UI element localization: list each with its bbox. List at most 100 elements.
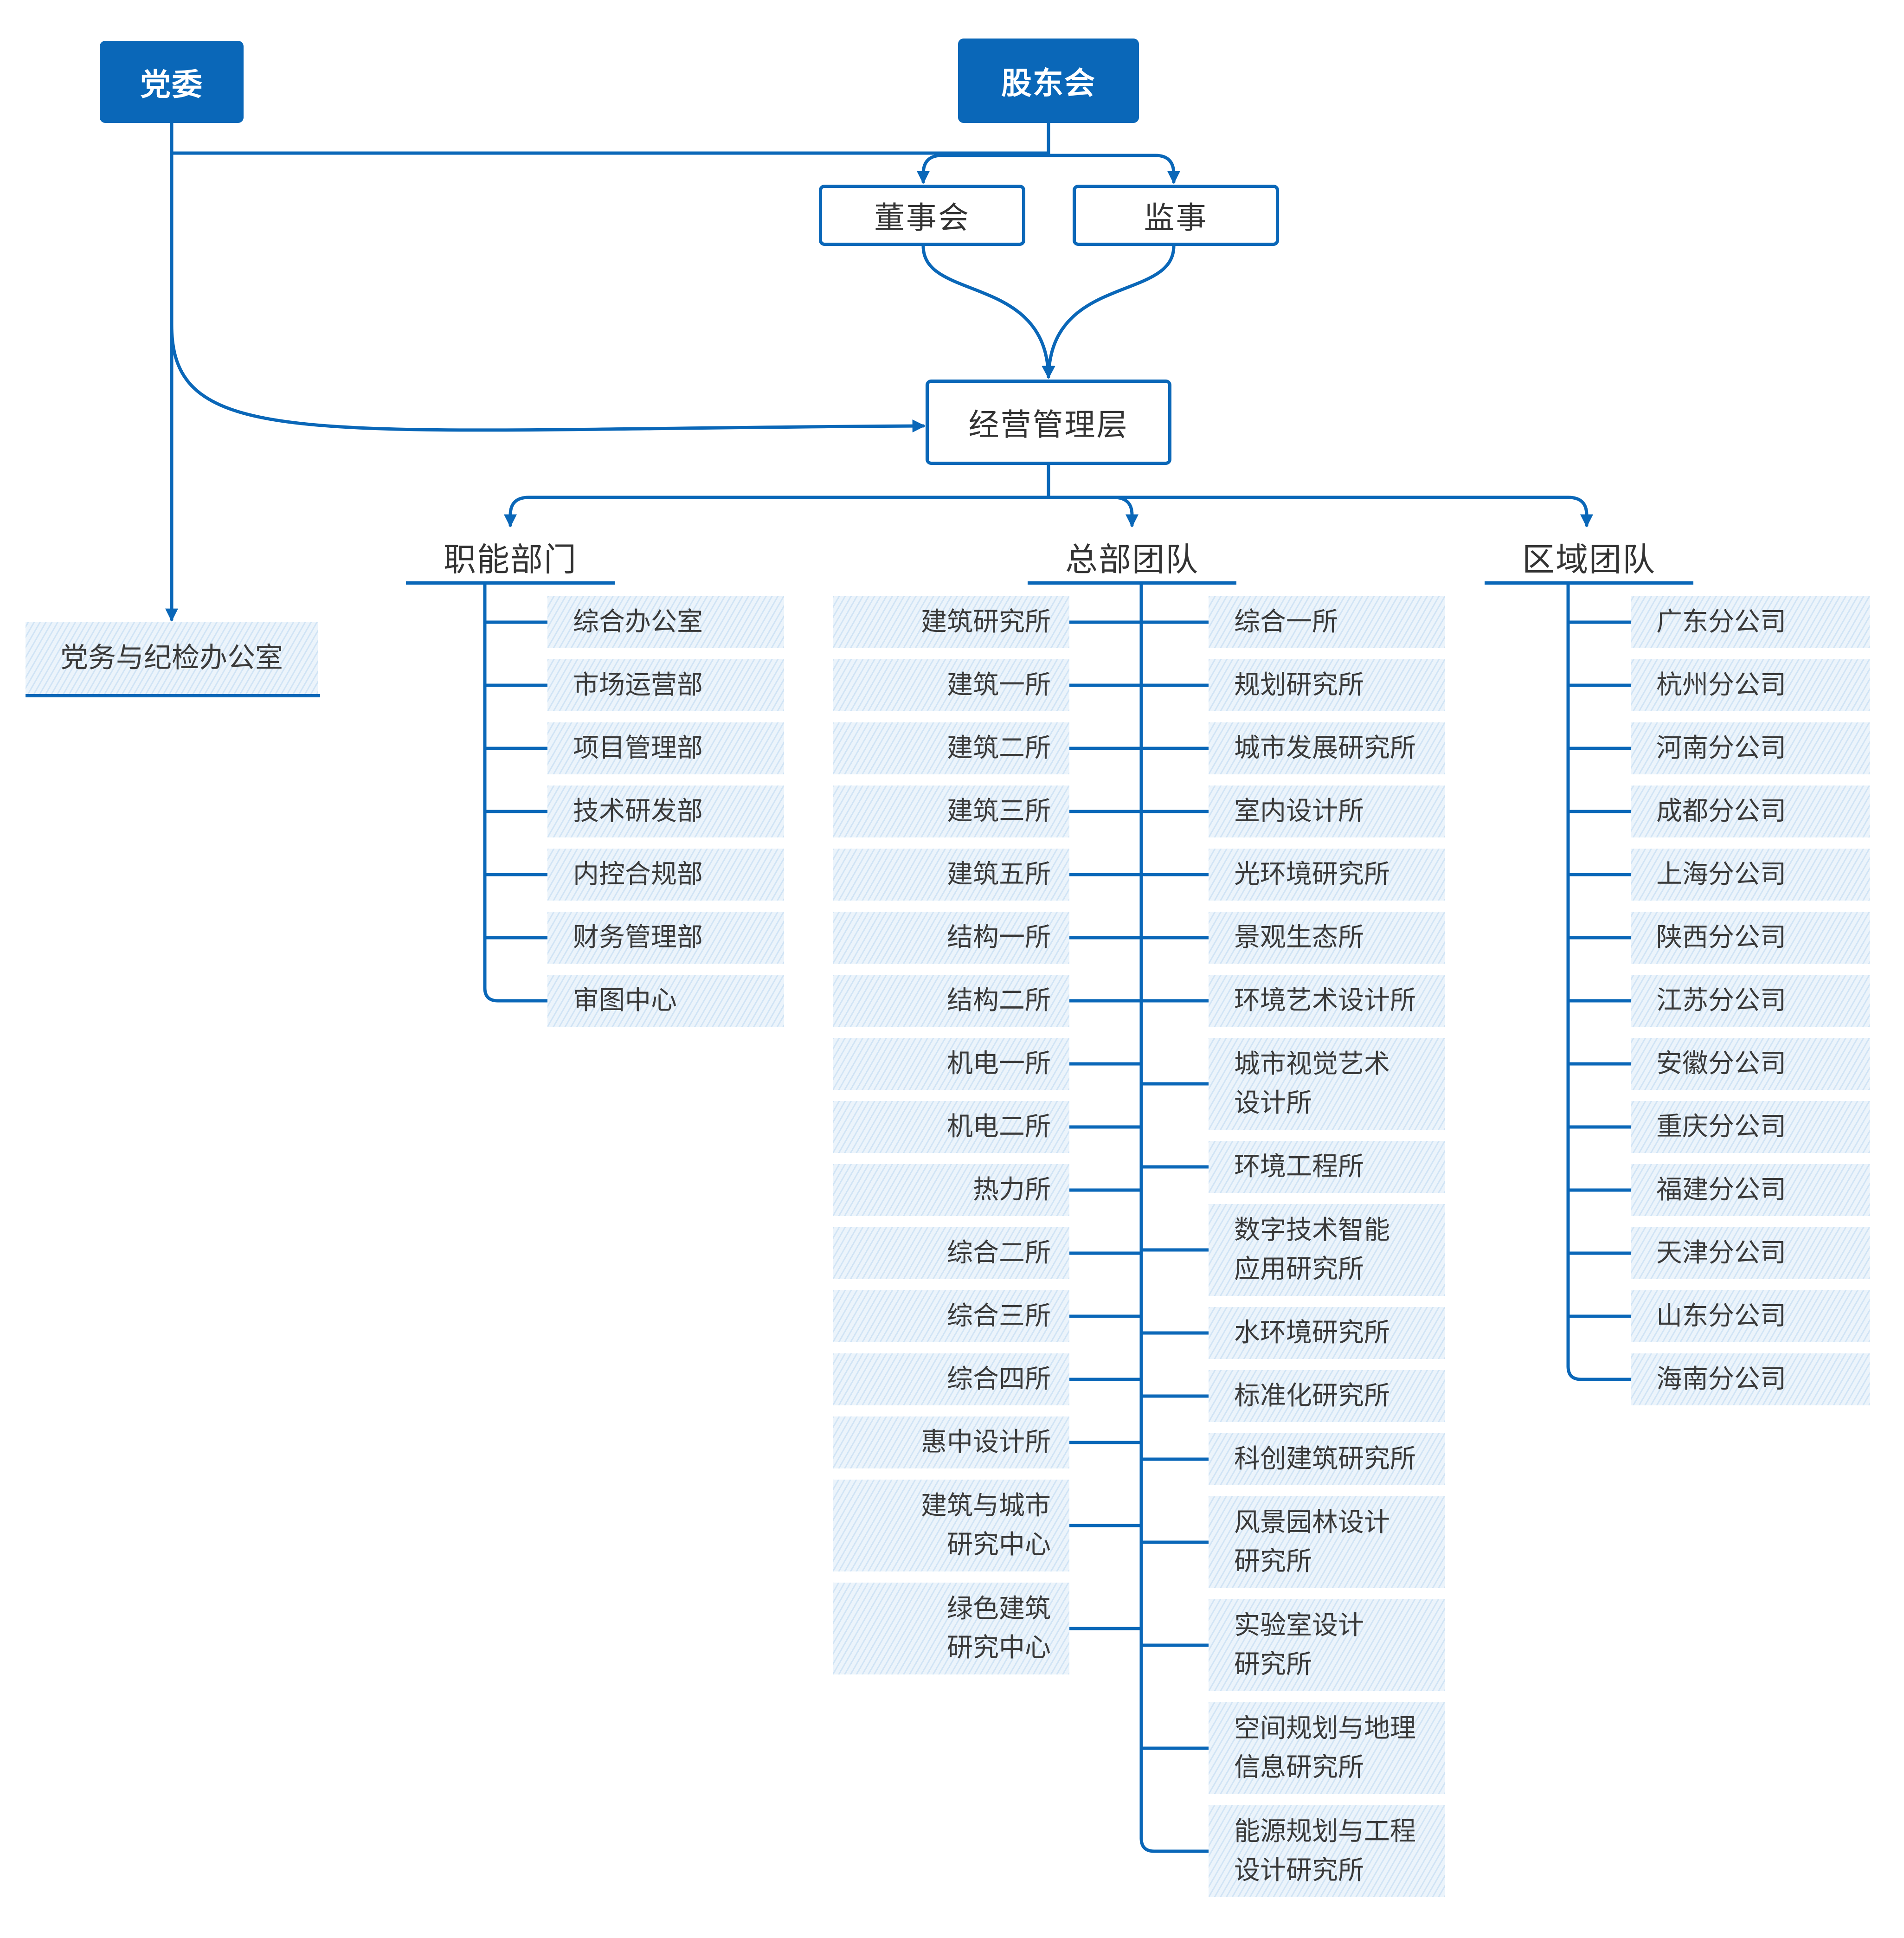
headquarters-right-item: 景观生态所 <box>1209 912 1445 964</box>
headquarters-right-item-label: 能源规划与工程 <box>1234 1816 1416 1847</box>
regional-branch-item: 福建分公司 <box>1631 1164 1870 1216</box>
headquarters-right-item: 空间规划与地理信息研究所 <box>1209 1702 1445 1794</box>
headquarters-left-item: 综合四所 <box>833 1353 1069 1405</box>
arrow-to-functional <box>504 496 531 528</box>
shareholders-label: 股东会 <box>1001 65 1096 101</box>
regional-branch-item-label: 杭州分公司 <box>1656 670 1786 700</box>
regional-branch-item: 天津分公司 <box>1631 1227 1870 1279</box>
headquarters-left-item: 机电一所 <box>833 1038 1069 1090</box>
headquarters-left-item: 结构一所 <box>833 912 1069 964</box>
headquarters-right-item-label: 研究所 <box>1234 1546 1312 1577</box>
headquarters-right-item-label: 室内设计所 <box>1234 796 1364 826</box>
headquarters-left-item: 综合三所 <box>833 1290 1069 1342</box>
functional-underline <box>406 581 615 585</box>
regional-branch-item-label: 上海分公司 <box>1656 859 1786 889</box>
headquarters-left-item: 绿色建筑研究中心 <box>833 1583 1069 1674</box>
regional-branch-item: 山东分公司 <box>1631 1290 1870 1342</box>
functional-department-item-label: 技术研发部 <box>573 796 703 826</box>
headquarters-right-item-label: 水环境研究所 <box>1234 1318 1390 1348</box>
headquarters-right-item: 水环境研究所 <box>1209 1307 1445 1359</box>
connector-line <box>483 986 552 1003</box>
regional-branch-item-label: 重庆分公司 <box>1656 1112 1786 1142</box>
headquarters-left-item: 惠中设计所 <box>833 1416 1069 1468</box>
headquarters-right-item-label: 设计所 <box>1234 1088 1312 1118</box>
headquarters-left-item-label: 热力所 <box>973 1175 1051 1205</box>
headquarters-left-item-label: 研究中心 <box>947 1633 1051 1663</box>
functional-department-item: 内控合规部 <box>547 849 784 901</box>
headquarters-right-item: 综合一所 <box>1209 596 1445 648</box>
regional-branch-item-label: 福建分公司 <box>1656 1175 1786 1205</box>
headquarters-right-item: 室内设计所 <box>1209 786 1445 837</box>
board-label: 董事会 <box>874 200 970 236</box>
headquarters-left-item-label: 建筑研究所 <box>921 607 1051 637</box>
headquarters-left-item: 机电二所 <box>833 1101 1069 1153</box>
headquarters-left-item-label: 综合四所 <box>947 1364 1051 1394</box>
headquarters-right-item: 城市发展研究所 <box>1209 722 1445 774</box>
headquarters-right-item-label: 科创建筑研究所 <box>1234 1444 1416 1474</box>
headquarters-left-item: 建筑一所 <box>833 659 1069 711</box>
regional-branch-item: 重庆分公司 <box>1631 1101 1870 1153</box>
functional-department-item: 市场运营部 <box>547 659 784 711</box>
arrow-to-board <box>917 154 1050 184</box>
functional-department-item-label: 内控合规部 <box>573 859 703 889</box>
headquarters-left-item-label: 综合三所 <box>947 1301 1051 1331</box>
regional-heading: 区域团队 <box>1485 529 1693 585</box>
headquarters-left-item-label: 结构二所 <box>947 985 1051 1016</box>
regional-branch-item-label: 陕西分公司 <box>1656 922 1786 953</box>
headquarters-right-item-label: 光环境研究所 <box>1234 859 1390 889</box>
functional-department-item-label: 审图中心 <box>573 985 677 1016</box>
headquarters-left-item: 综合二所 <box>833 1227 1069 1279</box>
headquarters-left-item-label: 建筑与城市 <box>921 1491 1051 1521</box>
functional-department-item: 综合办公室 <box>547 596 784 648</box>
functional-title: 职能部门 <box>444 540 577 579</box>
headquarters-right-item-label: 数字技术智能 <box>1234 1215 1390 1245</box>
headquarters-left-item-label: 综合二所 <box>947 1238 1051 1268</box>
headquarters-right-item-label: 空间规划与地理 <box>1234 1713 1416 1744</box>
arrow-to-headquarters <box>1112 496 1139 528</box>
headquarters-heading: 总部团队 <box>1028 529 1236 585</box>
headquarters-right-item: 城市视觉艺术设计所 <box>1209 1038 1445 1130</box>
management-label: 经营管理层 <box>968 407 1129 443</box>
headquarters-right-item-label: 环境工程所 <box>1234 1152 1364 1182</box>
headquarters-right-item-label: 研究所 <box>1234 1649 1312 1680</box>
regional-branch-item-label: 天津分公司 <box>1656 1238 1786 1268</box>
headquarters-left-item: 建筑五所 <box>833 849 1069 901</box>
headquarters-left-item: 热力所 <box>833 1164 1069 1216</box>
functional-department-item: 审图中心 <box>547 975 784 1027</box>
regional-branch-item-label: 河南分公司 <box>1656 733 1786 763</box>
party-committee-box: 党委 <box>100 41 244 123</box>
regional-branch-item-label: 安徽分公司 <box>1656 1049 1786 1079</box>
headquarters-left-item-label: 绿色建筑 <box>947 1594 1051 1624</box>
headquarters-right-item-label: 环境艺术设计所 <box>1234 985 1416 1016</box>
regional-branch-item-label: 山东分公司 <box>1656 1301 1786 1331</box>
headquarters-right-item-label: 实验室设计 <box>1234 1610 1364 1641</box>
regional-branch-item-label: 海南分公司 <box>1656 1364 1786 1394</box>
board-box: 董事会 <box>819 185 1025 246</box>
headquarters-right-item: 能源规划与工程设计研究所 <box>1209 1805 1445 1897</box>
connector-line <box>1566 1365 1635 1381</box>
regional-branch-item: 杭州分公司 <box>1631 659 1870 711</box>
regional-branch-item: 海南分公司 <box>1631 1353 1870 1405</box>
headquarters-right-item: 环境工程所 <box>1209 1141 1445 1193</box>
headquarters-left-item-label: 建筑二所 <box>947 733 1051 763</box>
headquarters-left-item-label: 研究中心 <box>947 1530 1051 1560</box>
headquarters-right-item-label: 规划研究所 <box>1234 670 1364 700</box>
headquarters-right-item-label: 信息研究所 <box>1234 1752 1364 1783</box>
party-committee-label: 党委 <box>140 66 203 103</box>
regional-underline <box>1485 581 1693 585</box>
headquarters-left-item-label: 建筑一所 <box>947 670 1051 700</box>
arrow-supervisor-to-management <box>1042 244 1176 379</box>
headquarters-right-item-label: 风景园林设计 <box>1234 1507 1390 1538</box>
management-box: 经营管理层 <box>926 380 1171 465</box>
regional-branch-item: 广东分公司 <box>1631 596 1870 648</box>
connector-line <box>1139 1836 1213 1853</box>
headquarters-right-item-label: 综合一所 <box>1234 607 1338 637</box>
regional-branch-item-label: 广东分公司 <box>1656 607 1786 637</box>
headquarters-left-item: 建筑研究所 <box>833 596 1069 648</box>
supervisor-box: 监事 <box>1073 185 1279 246</box>
regional-branch-item: 安徽分公司 <box>1631 1038 1870 1090</box>
functional-department-item-label: 市场运营部 <box>573 670 703 700</box>
headquarters-left-item-label: 机电一所 <box>947 1049 1051 1079</box>
headquarters-left-item: 建筑三所 <box>833 786 1069 837</box>
party-office-label: 党务与纪检办公室 <box>60 641 283 674</box>
